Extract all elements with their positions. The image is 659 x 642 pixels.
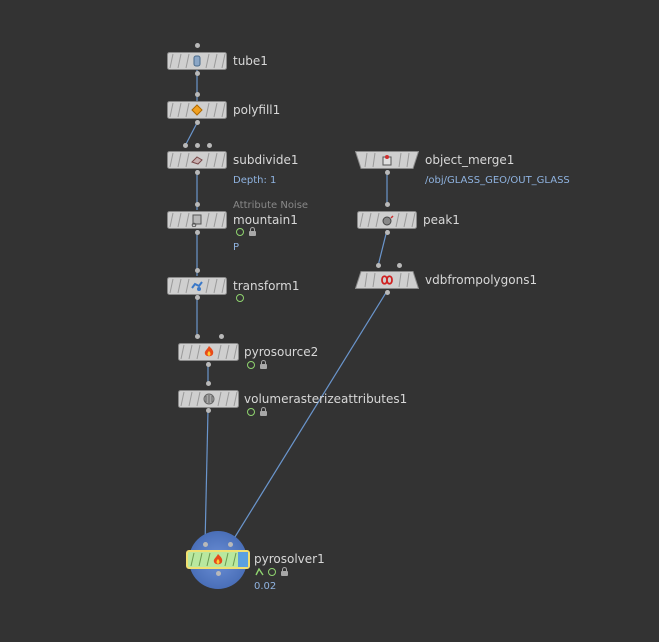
pyro-solver-icon	[213, 553, 223, 564]
output-port[interactable]	[194, 43, 200, 48]
wire[interactable]	[377, 229, 388, 267]
node-label: pyrosource2	[244, 345, 319, 359]
node-tile[interactable]	[167, 52, 227, 70]
node-tile[interactable]	[167, 277, 227, 295]
node-label: peak1	[423, 213, 460, 227]
node-label: subdivide1	[233, 153, 299, 167]
input-port[interactable]	[396, 263, 402, 268]
input-port[interactable]	[182, 143, 188, 148]
lock-icon[interactable]	[249, 227, 256, 236]
output-port[interactable]	[215, 571, 221, 576]
tube-icon	[193, 55, 201, 67]
lock-icon[interactable]	[260, 407, 267, 416]
node-flags	[236, 294, 244, 304]
node-label: pyrosolver1	[254, 552, 325, 566]
input-port[interactable]	[202, 542, 208, 547]
object-merge-icon	[382, 155, 392, 166]
output-port[interactable]	[194, 170, 200, 175]
node-info: /obj/GLASS_GEO/OUT_GLASS	[425, 175, 570, 186]
node-tile[interactable]	[167, 101, 227, 119]
node-tile[interactable]	[178, 343, 239, 361]
vdb-icon	[381, 275, 393, 285]
node-tile[interactable]	[186, 550, 250, 569]
output-port[interactable]	[194, 71, 200, 76]
input-port[interactable]	[194, 143, 200, 148]
node-info: Depth: 1	[233, 175, 277, 186]
node-label: polyfill1	[233, 103, 281, 117]
input-port[interactable]	[205, 381, 211, 386]
node-tile[interactable]	[357, 211, 417, 229]
node-label: transform1	[233, 279, 300, 293]
output-port[interactable]	[205, 408, 211, 413]
lock-icon[interactable]	[281, 567, 288, 576]
node-tile[interactable]	[178, 390, 239, 408]
lock-icon[interactable]	[260, 360, 267, 369]
node-flags	[236, 227, 256, 238]
wire[interactable]	[229, 290, 388, 546]
wire[interactable]	[184, 122, 198, 147]
dependency-icon[interactable]	[255, 568, 264, 576]
node-flags	[247, 407, 267, 418]
input-port[interactable]	[384, 202, 390, 207]
bypass-flag-icon[interactable]	[268, 568, 276, 576]
input-port[interactable]	[194, 202, 200, 207]
input-port[interactable]	[375, 263, 381, 268]
node-label: mountain1	[233, 213, 298, 227]
transform-icon	[191, 281, 203, 291]
output-port[interactable]	[194, 120, 200, 125]
input-port[interactable]	[194, 92, 200, 97]
bypass-flag-icon[interactable]	[236, 228, 244, 236]
subdivide-icon	[191, 156, 203, 165]
bypass-flag-icon[interactable]	[236, 294, 244, 302]
node-tile[interactable]	[355, 151, 419, 169]
peak-icon	[382, 215, 394, 226]
node-tile[interactable]	[355, 271, 419, 289]
volume-icon	[203, 393, 214, 405]
wire[interactable]	[204, 409, 209, 546]
bypass-flag-icon[interactable]	[247, 408, 255, 416]
noise-icon	[191, 214, 202, 227]
input-port[interactable]	[227, 542, 233, 547]
bypass-flag-icon[interactable]	[247, 361, 255, 369]
node-flags	[255, 567, 288, 578]
input-port[interactable]	[206, 143, 212, 148]
node-label: tube1	[233, 54, 268, 68]
output-port[interactable]	[384, 170, 390, 175]
node-info: 0.02	[254, 581, 277, 592]
input-port[interactable]	[218, 334, 224, 339]
fire-icon	[204, 346, 213, 357]
output-port[interactable]	[194, 230, 200, 235]
output-port[interactable]	[384, 230, 390, 235]
input-port[interactable]	[194, 268, 200, 273]
node-tile[interactable]	[167, 151, 227, 169]
node-label: vdbfrompolygons1	[425, 273, 538, 287]
node-label: volumerasterizeattributes1	[244, 392, 408, 406]
node-info: P	[233, 242, 240, 253]
output-port[interactable]	[194, 295, 200, 300]
node-label: object_merge1	[425, 153, 515, 167]
node-hint: Attribute Noise	[233, 200, 309, 211]
node-flags	[247, 360, 267, 371]
output-port[interactable]	[384, 290, 390, 295]
output-port[interactable]	[205, 362, 211, 367]
input-port[interactable]	[194, 334, 200, 339]
node-tile[interactable]	[167, 211, 227, 229]
polyfill-icon	[191, 104, 203, 116]
display-flag[interactable]	[238, 552, 248, 567]
